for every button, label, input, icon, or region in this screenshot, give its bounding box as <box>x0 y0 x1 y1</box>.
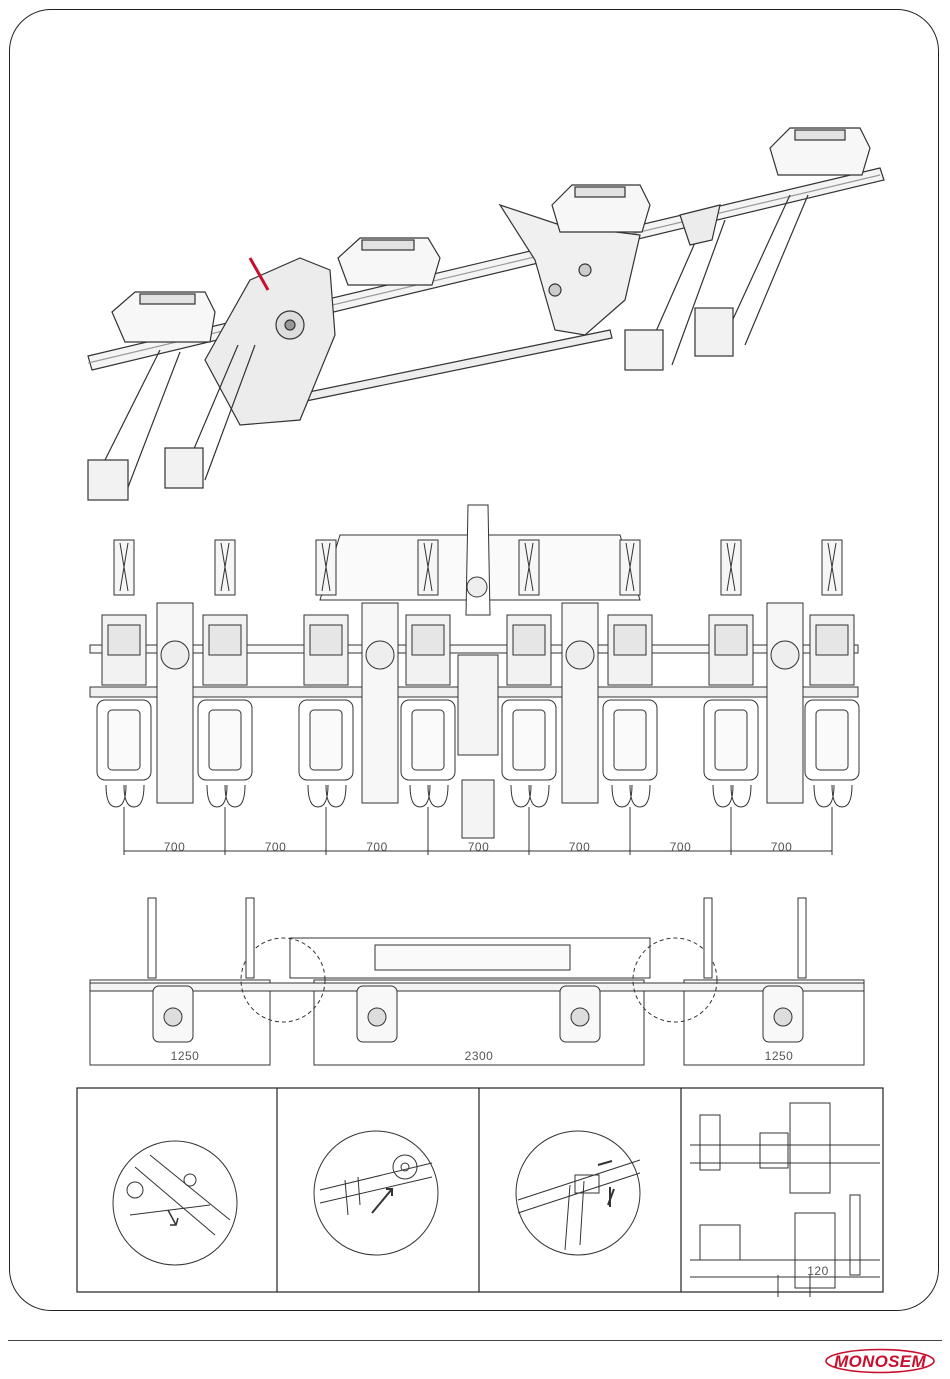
detail-offset-label: 120 <box>807 1264 829 1278</box>
row-spacing-label: 700 <box>265 840 287 854</box>
detail-panels: 120 <box>0 1085 950 1305</box>
row-spacing-label: 700 <box>366 840 388 854</box>
gauge-wheel <box>562 603 598 803</box>
row-spacing-label: 700 <box>164 840 186 854</box>
row-spacing-label: 700 <box>771 840 793 854</box>
footer-rule <box>8 1340 942 1341</box>
front-view: 700 700 700 700 700 700 700 <box>0 495 950 875</box>
row-spacing-label: 700 <box>569 840 591 854</box>
row-unit <box>704 540 758 807</box>
isometric-view <box>0 0 950 520</box>
monosem-logo: MONOSEM <box>824 1348 936 1374</box>
row-spacing-label: 700 <box>468 840 490 854</box>
frame-width-center: 2300 <box>465 1049 494 1063</box>
frame-width-right: 1250 <box>765 1049 794 1063</box>
row-unit <box>97 540 151 807</box>
row-spacing-label: 700 <box>670 840 692 854</box>
logo-text: MONOSEM <box>834 1352 926 1371</box>
gauge-wheel <box>157 603 193 803</box>
detail-panels-border <box>77 1088 883 1292</box>
top-view: 1250 2300 1250 <box>0 880 950 1080</box>
row-unit <box>198 540 252 807</box>
gauge-wheel <box>362 603 398 803</box>
frame-width-left: 1250 <box>171 1049 200 1063</box>
row-unit <box>805 540 859 807</box>
gauge-wheel <box>767 603 803 803</box>
